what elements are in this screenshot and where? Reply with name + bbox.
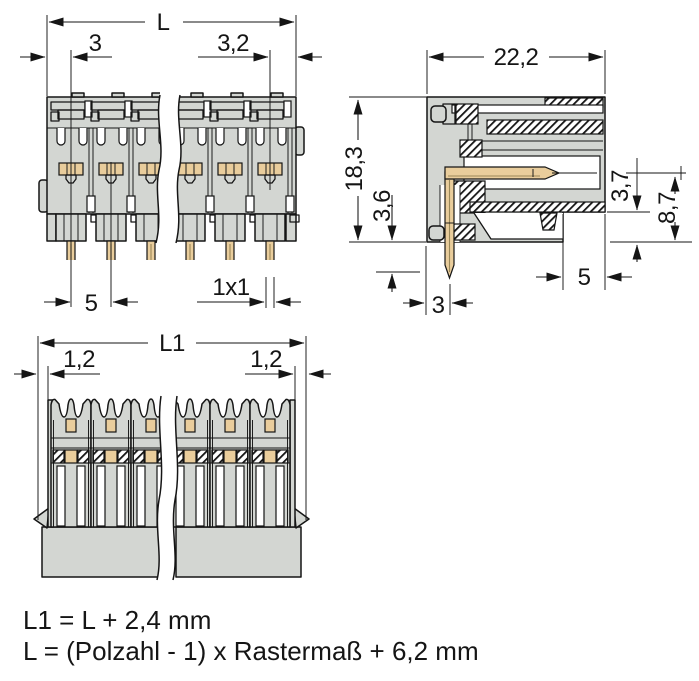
contact-pin [444,166,561,180]
formula-block: L1 = L + 2,4 mm L = (Polzahl - 1) x Rast… [23,605,479,666]
dim-front-pitch: 5 [85,290,98,317]
break-line [175,94,182,244]
break-line [172,395,179,581]
formula-line-1: L1 = L + 2,4 mm [23,605,211,635]
side-view-housing [426,96,606,280]
dim-side-pin-offset: 3 [432,292,445,319]
break-line [155,94,162,244]
formula-line-2: L = (Polzahl - 1) x Rastermaß + 6,2 mm [23,636,479,666]
dim-front-pin-size: 1x1 [212,274,249,301]
dim-side-step-height: 3,7 [607,170,634,202]
dim-bottom-overall: L1 [159,330,185,357]
dim-front-overall: L [157,9,170,36]
dim-side-pin-protrusion: 3,6 [369,190,396,222]
bottom-view-dimensions: L1 1,2 1,2 [14,330,331,520]
dim-front-left-offset: 3 [89,30,102,57]
front-view-dimensions: L 3 3,2 5 1x1 [20,9,322,317]
front-view: L 3 3,2 5 1x1 [20,9,322,317]
dim-front-right-offset: 3,2 [217,30,249,57]
dim-bottom-edge-right: 1,2 [250,346,282,373]
dim-bottom-edge-left: 1,2 [63,346,95,373]
side-view-dimensions: 22,2 18,3 3,6 3,7 8,7 5 [341,44,692,319]
bottom-view: L1 1,2 1,2 [14,330,331,581]
dim-side-height: 18,3 [341,146,368,191]
side-view: 22,2 18,3 3,6 3,7 8,7 5 [341,44,692,319]
break-line [156,395,163,581]
dim-side-below-center: 8,7 [654,192,681,224]
dim-side-step-depth: 5 [578,264,591,291]
dim-side-depth: 22,2 [494,44,539,71]
